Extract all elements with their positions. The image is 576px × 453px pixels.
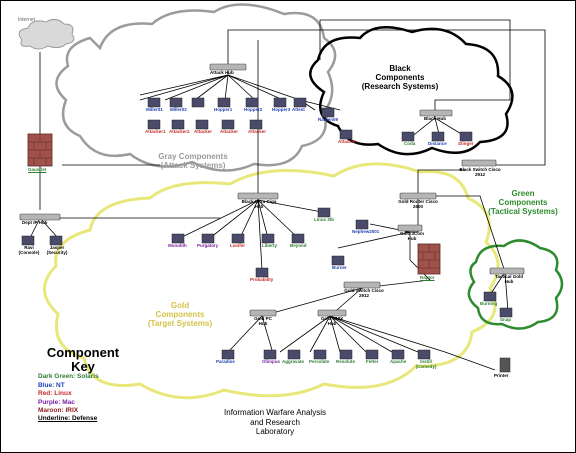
main-hub-label: Black Ultra Giga Hub: [241, 199, 277, 209]
machine-label: Linux 3tb: [314, 217, 334, 222]
machine-label: Hopper2: [244, 107, 263, 112]
tactical-hub-label: Tactical Gold Hub: [495, 274, 523, 284]
machine-label: Liberty: [262, 243, 278, 248]
gold-hub-label: Gold 3Com Hub: [399, 231, 424, 241]
internet-cloud: [18, 18, 75, 50]
gray-hub-label: Attack Hub: [210, 70, 234, 75]
gold-unix-hub-label: Gold UNIX Hub: [320, 316, 344, 326]
machine-label: Percolate: [309, 359, 330, 364]
machine-label: Burner: [332, 265, 347, 270]
gray-cloud: [55, 3, 337, 172]
machine-label: Attacker: [248, 129, 267, 134]
left-hub-label: Dept IP Hub: [22, 220, 48, 225]
machine-label: Hopper1: [214, 107, 233, 112]
machine-label: Attacker: [220, 129, 239, 134]
machine-label: Stinger: [458, 141, 474, 146]
machine-label: Ravi (Console): [18, 245, 40, 255]
machine-label: Miller02: [170, 107, 187, 112]
firewall-left-icon: [27, 133, 53, 167]
printer-icon: [499, 357, 511, 373]
key-item: Blue: NT: [38, 381, 65, 389]
machine-label: Lucifer: [230, 243, 246, 248]
machine-label: Nephew2001: [352, 229, 380, 234]
firewall-right-label: Raptor: [420, 275, 435, 280]
machine-label: Apache: [390, 359, 407, 364]
machine-label: Burning: [480, 301, 498, 306]
machine-label: Probability: [250, 277, 274, 282]
internet-label: Internet: [18, 17, 35, 23]
machine-label: Attacker2: [169, 129, 190, 134]
key-item: Dark Green: Solaris: [38, 373, 99, 381]
computer-icons: [21, 97, 513, 360]
firewall-right-icon: [417, 243, 441, 275]
network-links: [29, 19, 546, 371]
gold-pc-hub-label: Gold PC Hub: [254, 316, 272, 326]
lab-title: Information Warfare Analysis and Researc…: [224, 408, 326, 437]
hub-bars: [19, 63, 525, 317]
machine-label: Resolute: [336, 359, 356, 364]
black-hub-label: Black Hub: [424, 116, 447, 121]
machine-label: Attacker: [338, 139, 357, 144]
machine-label: Purgatory: [197, 243, 219, 248]
machine-label: Attest: [292, 107, 305, 112]
machine-label: Aggravate: [282, 359, 305, 364]
machine-label: Coda: [404, 141, 416, 146]
gray-cloud-title: Gray Components(Attack Systems): [158, 152, 228, 170]
printer-label: Printer: [494, 373, 509, 378]
machine-label: Distance: [428, 141, 447, 146]
machine-label: Attacker1: [145, 129, 166, 134]
key-item: Maroon: IRIX: [38, 407, 79, 415]
gold-cloud: [43, 162, 500, 400]
firewall-left-label: Gauntlet: [28, 167, 47, 172]
machine-label: Fetter: [366, 359, 379, 364]
machine-label: Hopper3: [272, 107, 291, 112]
gold-switch-label: Gold Switch Cisco 2912: [344, 288, 384, 298]
machine-label: Attacker: [194, 129, 213, 134]
machine-label: Instill (Comedy): [415, 359, 437, 369]
gold-router-label: Gold Router Cisco 2600: [398, 199, 438, 209]
key-item: Underline: Defense: [38, 415, 98, 423]
machine-label: Beyond: [290, 243, 307, 248]
machine-label: Miller01: [146, 107, 163, 112]
black-switch-label: Black Switch Cisco 2912: [459, 167, 501, 177]
machine-label: Jasper (Security): [46, 245, 68, 255]
machine-label: Raiden09: [318, 117, 339, 122]
green-cloud: [467, 239, 564, 330]
machine-label: Monolith: [168, 243, 187, 248]
machine-label: Olimpus: [262, 359, 281, 364]
key-item: Red: Linux: [38, 390, 72, 398]
key-item: Purple: Mac: [38, 398, 75, 406]
machine-label: Snap: [500, 317, 512, 322]
machine-label: Paradise: [216, 359, 235, 364]
